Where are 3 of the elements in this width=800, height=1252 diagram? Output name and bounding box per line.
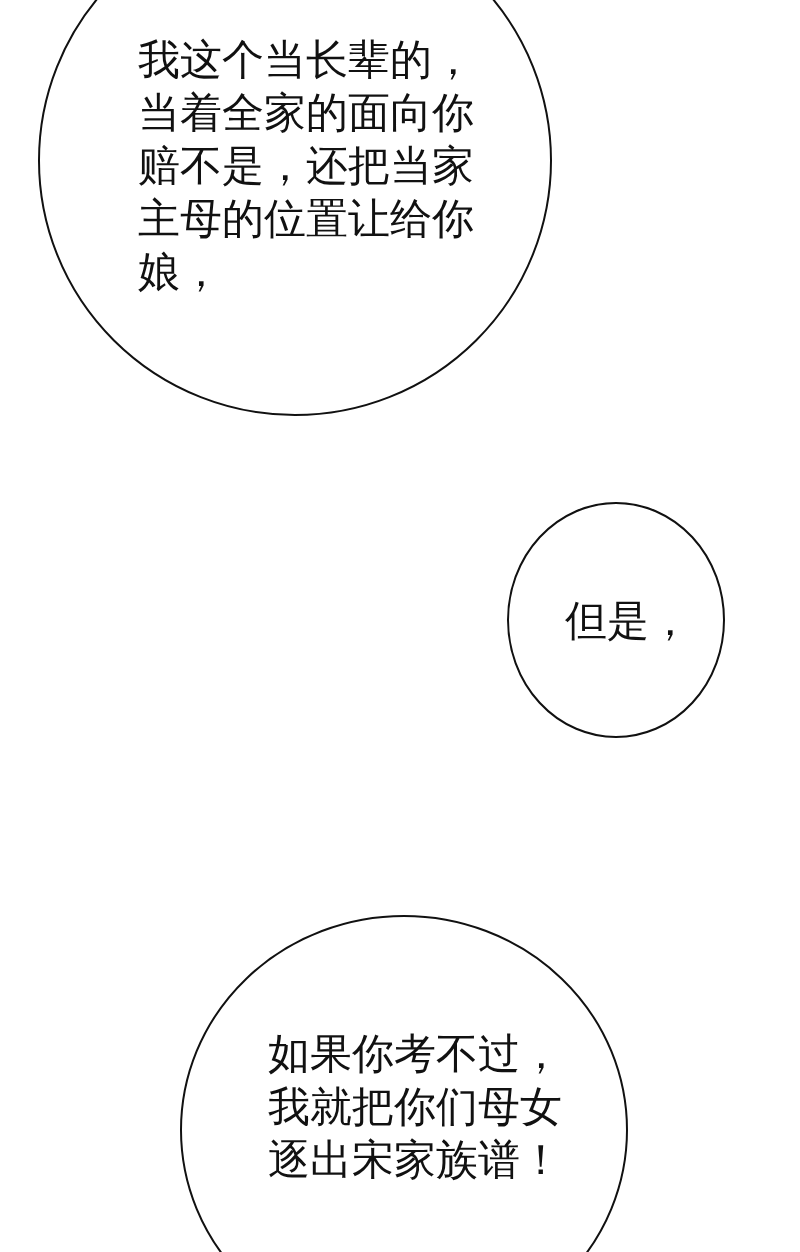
speech-text: 如果你考不过，我就把你们母女逐出宋家族谱！	[268, 1028, 563, 1186]
speech-text: 我这个当长辈的，当着全家的面向你赔不是，还把当家主母的位置让给你娘，	[138, 34, 475, 298]
speech-text: 但是，	[565, 595, 692, 647]
